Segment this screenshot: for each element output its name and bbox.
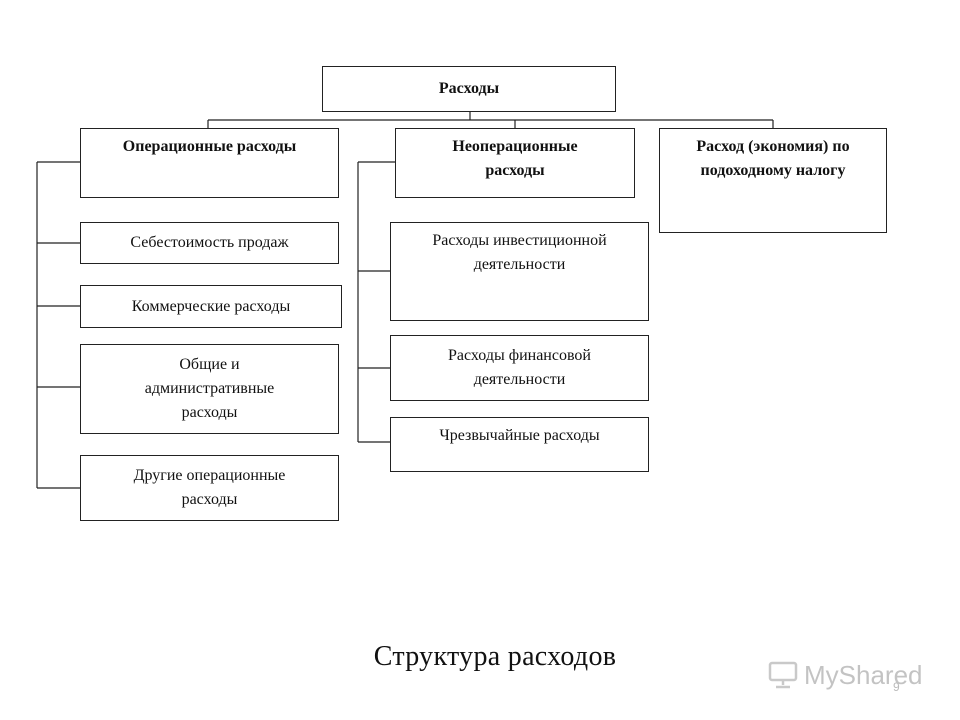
operational-item-label: Себестоимость продаж — [130, 234, 289, 251]
operational-item-selling-expenses: Коммерческие расходы — [80, 285, 342, 328]
watermark-logo: MyShared — [766, 655, 926, 695]
non-operational-item-extraordinary: Чрезвычайные расходы — [390, 417, 649, 472]
root-label: Расходы — [438, 80, 500, 97]
page-number: 9 — [893, 680, 900, 694]
watermark-text: MyShared — [804, 659, 923, 690]
non-operational-item-label: Расходы инвестиционной деятельности — [432, 232, 607, 273]
presentation-board-icon — [768, 661, 798, 689]
operational-item-other: Другие операционные расходы — [80, 455, 339, 521]
category-tax-label: Расход (экономия) по подоходному налогу — [696, 138, 850, 179]
operational-item-label: Другие операционные расходы — [133, 467, 286, 508]
non-operational-item-label: Чрезвычайные расходы — [439, 427, 600, 444]
root-node: Расходы — [322, 66, 616, 112]
category-tax: Расход (экономия) по подоходному налогу — [659, 128, 887, 233]
operational-item-label: Общие и административные расходы — [144, 356, 275, 421]
non-operational-item-investment: Расходы инвестиционной деятельности — [390, 222, 649, 321]
category-operational-label: Операционные расходы — [122, 138, 297, 155]
category-non-operational: Неоперационные расходы — [395, 128, 635, 198]
operational-item-label: Коммерческие расходы — [131, 297, 291, 315]
operational-item-cost-of-sales: Себестоимость продаж — [80, 222, 339, 264]
non-operational-item-financial: Расходы финансовой деятельности — [390, 335, 649, 401]
category-non-operational-label: Неоперационные расходы — [452, 138, 578, 179]
non-operational-item-label: Расходы финансовой деятельности — [448, 347, 591, 388]
category-operational: Операционные расходы — [80, 128, 339, 198]
diagram-caption: Структура расходов — [373, 641, 617, 672]
operational-item-general-admin: Общие и административные расходы — [80, 344, 339, 434]
